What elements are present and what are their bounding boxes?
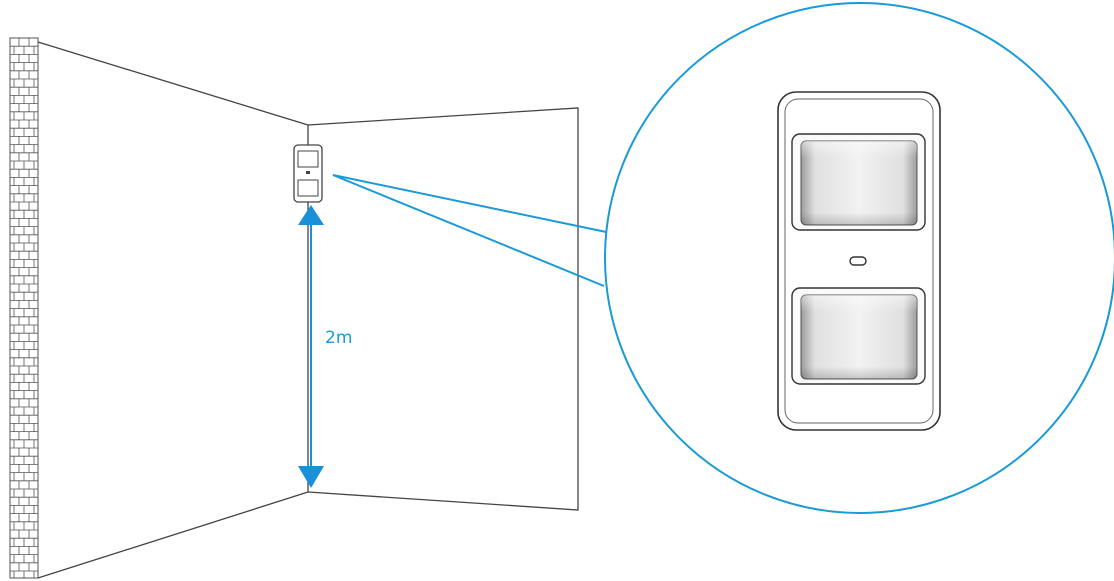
left-wall xyxy=(37,41,309,579)
height-arrow-icon xyxy=(298,205,324,488)
callout-lines xyxy=(332,174,612,287)
motion-sensor-icon xyxy=(777,91,941,431)
brick-wall-icon xyxy=(9,37,39,579)
height-label: 2m xyxy=(325,328,353,348)
wall-outline xyxy=(37,41,579,579)
wall-sensor-icon xyxy=(293,144,323,203)
right-wall xyxy=(307,107,579,511)
